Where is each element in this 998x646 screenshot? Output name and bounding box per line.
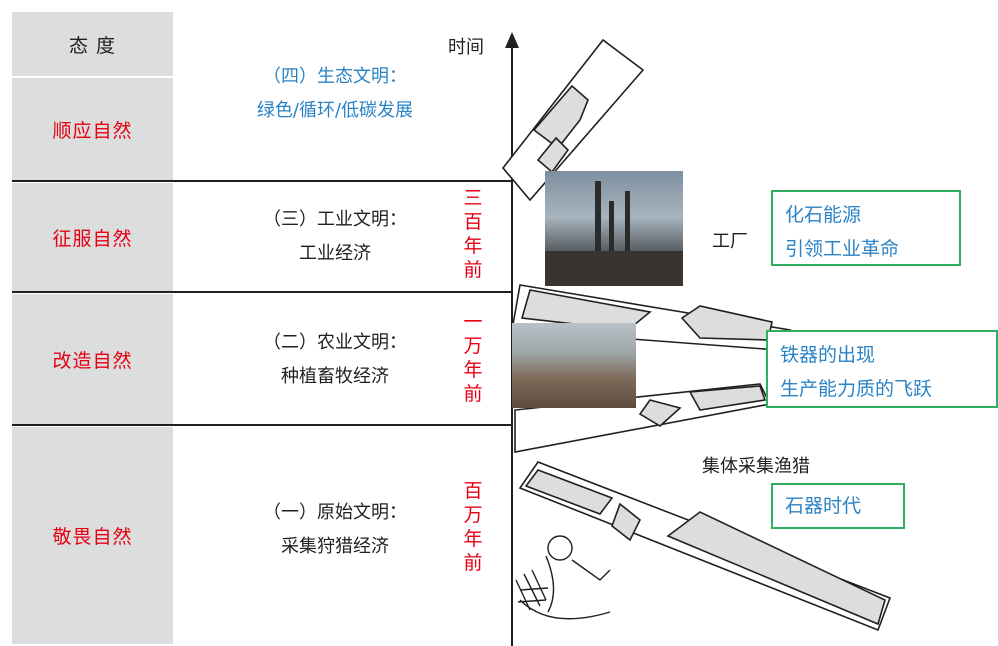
farming-photo: [512, 323, 636, 408]
time-mark-char: 万: [463, 504, 483, 526]
civilization-eco: （四）生态文明： 绿色/循环/低碳发展: [200, 60, 470, 128]
attitude-label: 顺应自然: [52, 119, 133, 142]
civilization-economy: 绿色/循环/低碳发展: [256, 100, 414, 121]
time-mark-char: 百: [463, 480, 483, 502]
attitude-cell-revere: 敬畏自然: [12, 427, 173, 644]
divider-line: [12, 424, 512, 426]
time-mark-char: 前: [463, 552, 483, 574]
factory-label: 工厂: [712, 231, 748, 252]
divider-line: [12, 291, 512, 293]
attitude-cell-conform: 顺应自然: [12, 78, 173, 180]
fisherman-illustration: [515, 535, 611, 620]
box-line: 生产能力质的飞跃: [780, 378, 933, 400]
attitude-label: 改造自然: [52, 349, 133, 372]
time-mark-char: 百: [463, 211, 483, 233]
civilization-economy: 种植畜牧经济: [281, 366, 389, 387]
time-mark-char: 年: [463, 235, 483, 257]
attitude-cell-transform: 改造自然: [12, 294, 173, 424]
time-mark-char: 一: [463, 311, 483, 333]
civilization-title: （三）工业文明：: [263, 209, 407, 230]
time-mark-char: 前: [463, 259, 483, 281]
attitude-label: 敬畏自然: [52, 526, 133, 548]
arrow-stone: [518, 461, 892, 632]
stone-age-box: 石器时代: [771, 483, 905, 529]
time-mark-char: 年: [463, 359, 483, 381]
attitude-title: 态 度: [68, 34, 117, 57]
time-mark-300-years: 三 百 年 前: [460, 186, 486, 282]
civilization-industrial: （三）工业文明： 工业经济: [200, 203, 470, 271]
iron-tools-box: 铁器的出现 生产能力质的飞跃: [766, 330, 998, 408]
box-line: 铁器的出现: [780, 344, 876, 366]
civilization-agricultural: （二）农业文明： 种植畜牧经济: [200, 326, 470, 394]
time-mark-char: 前: [463, 383, 483, 405]
civilization-economy: 采集狩猎经济: [281, 536, 389, 557]
factory-photo: [545, 171, 683, 286]
time-mark-char: 三: [463, 187, 483, 209]
box-line: 石器时代: [785, 495, 862, 517]
arrow-iron-lower: [514, 383, 772, 453]
civilization-economy: 工业经济: [299, 243, 371, 264]
time-mark-10000-years: 一 万 年 前: [460, 310, 486, 406]
time-mark-million-years: 百 万 年 前: [460, 479, 486, 575]
gathering-label: 集体采集渔猎: [702, 456, 810, 477]
time-mark-char: 万: [463, 335, 483, 357]
arrow-eco: [501, 38, 645, 202]
civilization-primitive: （一）原始文明： 采集狩猎经济: [200, 496, 470, 564]
box-line: 引领工业革命: [785, 238, 900, 260]
attitude-header-cell: 态 度: [12, 12, 173, 76]
civilization-title: （二）农业文明：: [263, 332, 407, 353]
time-mark-char: 年: [463, 528, 483, 550]
attitude-label: 征服自然: [52, 227, 133, 250]
time-axis-label: 时间: [448, 37, 484, 58]
time-axis-arrowhead: [505, 32, 519, 48]
fossil-energy-box: 化石能源 引领工业革命: [771, 190, 961, 266]
attitude-cell-conquer: 征服自然: [12, 183, 173, 291]
civilization-title: （四）生态文明：: [263, 66, 407, 87]
civilization-title: （一）原始文明：: [263, 502, 407, 523]
divider-line: [12, 180, 512, 182]
box-line: 化石能源: [785, 204, 862, 226]
